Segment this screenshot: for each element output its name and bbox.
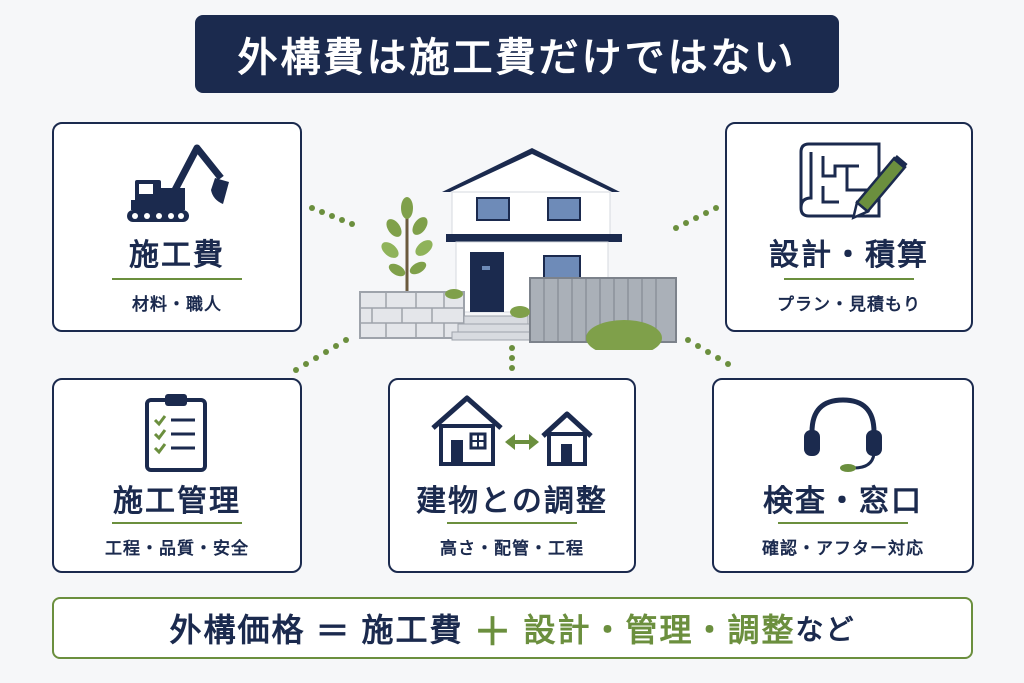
houses-arrow-icon [431, 395, 593, 466]
card-title: 設計・積算 [769, 238, 929, 273]
card-subtitle: 高さ・配管・工程 [440, 539, 584, 559]
card-rule [447, 522, 577, 524]
card-subtitle: 確認・アフター対応 [762, 539, 924, 559]
headset-icon [804, 397, 882, 472]
clipboard-checklist-icon [145, 394, 207, 472]
formula-extras: 設計・管理・調整 [523, 611, 796, 649]
card-subtitle: 材料・職人 [132, 295, 222, 315]
card-building-coordination: 建物との調整 高さ・配管・工程 [388, 378, 636, 573]
blueprint-pencil-icon [799, 142, 908, 220]
card-design-estimate: 設計・積算 プラン・見積もり [725, 122, 973, 332]
card-rule [112, 278, 242, 280]
card-rule [784, 278, 914, 280]
card-rule [778, 522, 908, 524]
stone-wall [359, 291, 465, 339]
formula-suffix: など [795, 613, 856, 646]
card-inspection-contact: 検査・窓口 確認・アフター対応 [712, 378, 974, 573]
tree-icon [381, 197, 433, 295]
card-rule [112, 522, 242, 524]
connector-dots-group [293, 205, 731, 373]
formula-plus: ＋ [473, 609, 514, 654]
formula-lhs: 外構価格 [169, 611, 306, 649]
card-title: 施工管理 [113, 484, 241, 519]
card-title: 検査・窓口 [763, 484, 923, 519]
card-construction-management: 施工管理 工程・品質・安全 [52, 378, 302, 573]
card-construction-cost: 施工費 材料・職人 [52, 122, 302, 332]
excavator-icon [127, 144, 229, 222]
card-subtitle: プラン・見積もり [777, 295, 921, 315]
card-title: 施工費 [129, 238, 225, 273]
formula-equals: ＝ [315, 611, 352, 652]
formula-base: 施工費 [361, 611, 464, 649]
page-title: 外構費は施工費だけではない [195, 15, 839, 93]
card-subtitle: 工程・品質・安全 [105, 539, 249, 559]
house-illustration [359, 148, 677, 350]
card-title: 建物との調整 [416, 484, 608, 519]
price-formula: 外構価格 ＝ 施工費 ＋ 設計・管理・調整 など [52, 597, 973, 659]
